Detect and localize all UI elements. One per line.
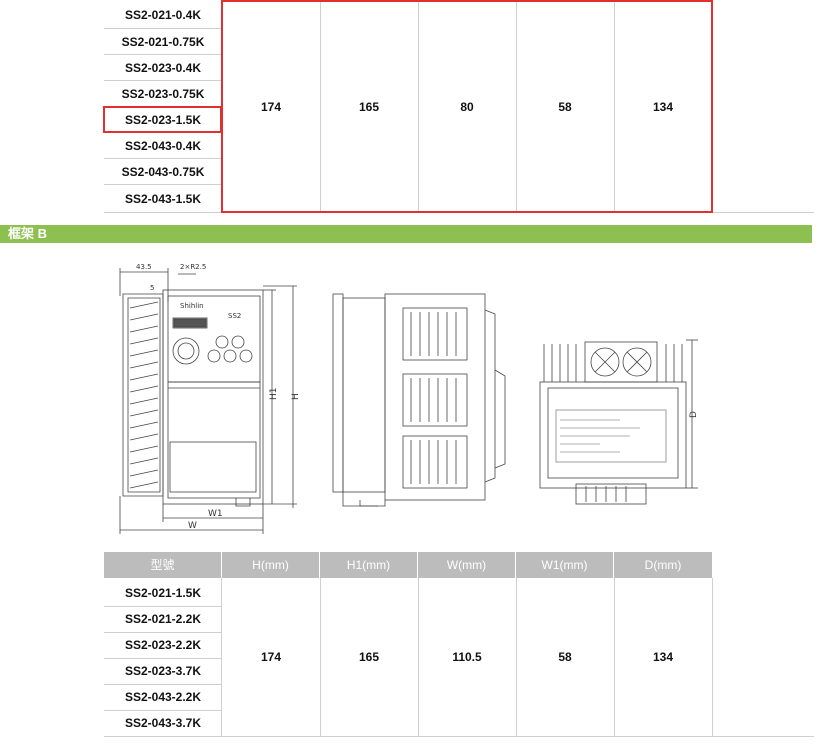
bottom-view xyxy=(539,339,698,505)
side-view xyxy=(332,293,506,507)
row-divider xyxy=(104,54,222,55)
dim-label-h1: H1 xyxy=(269,388,279,401)
header-h1: H1(mm) xyxy=(320,552,417,578)
model-cell: SS2-043-0.4K xyxy=(124,139,202,153)
model-cell: SS2-023-3.7K xyxy=(124,664,202,678)
row-divider xyxy=(104,632,222,633)
w-value: 80 xyxy=(460,100,474,114)
col-divider xyxy=(614,0,615,212)
header-h: H(mm) xyxy=(222,552,319,578)
row-divider xyxy=(104,80,222,81)
section-title: 框架 B xyxy=(8,226,48,241)
dim-label-d: D xyxy=(689,411,699,418)
w1-value: 58 xyxy=(558,100,572,114)
model-cell: SS2-021-0.4K xyxy=(124,8,202,22)
d-value: 134 xyxy=(652,100,674,114)
h-value: 174 xyxy=(260,100,282,114)
row-divider xyxy=(104,28,222,29)
model-cell: SS2-021-2.2K xyxy=(124,612,202,626)
row-divider xyxy=(104,184,222,185)
row-divider xyxy=(104,736,814,737)
row-divider xyxy=(104,158,222,159)
h1-value: 165 xyxy=(358,100,380,114)
dim-label-radius: 2×R2.5 xyxy=(180,263,206,271)
model-cell: SS2-021-0.75K xyxy=(121,35,205,49)
h-value: 174 xyxy=(260,650,282,664)
highlight-frame-model xyxy=(103,106,222,133)
col-divider xyxy=(516,0,517,212)
h1-value: 165 xyxy=(358,650,380,664)
dim-label-5: 5 xyxy=(150,284,154,292)
col-divider xyxy=(221,578,222,736)
col-divider xyxy=(516,578,517,736)
col-divider xyxy=(712,578,713,736)
row-divider xyxy=(104,710,222,711)
col-divider xyxy=(418,0,419,212)
row-divider xyxy=(104,606,222,607)
model-cell: SS2-043-0.75K xyxy=(121,165,205,179)
dim-label-w: W xyxy=(188,521,197,531)
header-w: W(mm) xyxy=(418,552,515,578)
model-cell: SS2-043-1.5K xyxy=(124,192,202,206)
col-divider xyxy=(614,578,615,736)
model-cell: SS2-043-2.2K xyxy=(124,690,202,704)
section-header-bar: 框架 B xyxy=(0,225,812,243)
model-mark: SS2 xyxy=(228,312,241,320)
d-value: 134 xyxy=(652,650,674,664)
model-cell-highlighted: SS2-023-1.5K xyxy=(124,113,202,127)
model-cell: SS2-023-0.75K xyxy=(121,87,205,101)
col-divider xyxy=(418,578,419,736)
header-model: 型號 xyxy=(104,552,221,578)
col-divider xyxy=(320,578,321,736)
highlight-frame-values xyxy=(221,0,713,213)
front-view xyxy=(119,268,297,534)
dimension-drawings: 43.5 2×R2.5 5 Shihlin SS2 H1 H W1 W xyxy=(119,263,699,534)
row-divider xyxy=(104,658,222,659)
model-cell: SS2-023-2.2K xyxy=(124,638,202,652)
dim-label-43-5: 43.5 xyxy=(136,263,152,271)
model-cell: SS2-021-1.5K xyxy=(124,586,202,600)
brand-logo-text: Shihlin xyxy=(180,302,204,310)
header-d: D(mm) xyxy=(614,552,712,578)
model-cell: SS2-023-0.4K xyxy=(124,61,202,75)
dim-label-w1: W1 xyxy=(208,509,223,519)
row-divider xyxy=(104,684,222,685)
header-w1: W1(mm) xyxy=(516,552,613,578)
w-value: 110.5 xyxy=(452,650,482,664)
dim-label-h: H xyxy=(291,393,301,400)
col-divider xyxy=(320,0,321,212)
model-cell: SS2-043-3.7K xyxy=(124,716,202,730)
w1-value: 58 xyxy=(558,650,572,664)
